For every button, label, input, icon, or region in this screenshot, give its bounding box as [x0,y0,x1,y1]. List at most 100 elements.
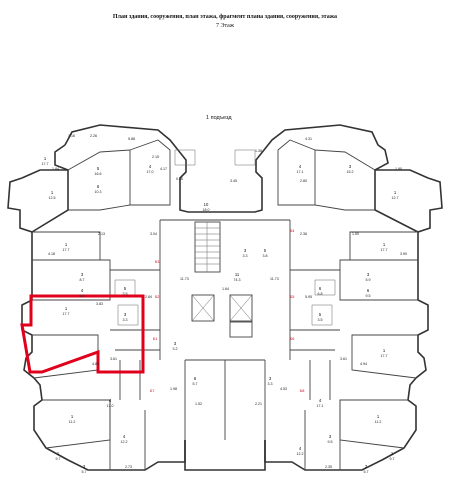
dimension-label: 11.73 [270,277,279,281]
dimension-label: 2.84 [145,295,152,299]
room-number: 3 [365,464,368,469]
room-area: 9.7 [390,457,395,461]
staircase [194,221,221,273]
room-number: 1 [394,190,397,195]
axis-mark: Б2 [155,295,159,299]
room-number: 4 [81,288,84,293]
room-number: 5 [97,166,100,171]
room-area: 3.3 [243,254,248,258]
elevator-shafts [191,294,253,338]
room-area: 8.7 [80,278,85,282]
dimension-label: 4.84 [92,362,99,366]
dimension-label: 4.17 [160,167,167,171]
room-area: 12.7 [392,196,399,200]
selected-apartment-outline[interactable] [20,294,145,374]
room-number: 5 [319,312,322,317]
floor-label: 7 Этаж [216,23,234,29]
room-area: 5.7 [193,382,198,386]
room-number: 3 [367,272,370,277]
dimension-label: 1.16 [68,134,75,138]
room-number: 11 [235,272,240,277]
room-number: 1 [383,242,386,247]
dimension-label: 1.98 [170,387,177,391]
dimension-label: 4.31 [305,137,312,141]
room-area: 3.3 [268,382,273,386]
axis-mark: Б6 [290,337,294,341]
room-number: 10 [204,202,209,207]
room-area: 9.7 [56,457,61,461]
dimension-label: 1.38 [255,149,262,153]
dimension-label: 2.21 [255,402,262,406]
dimension-label: 4.18 [48,252,55,256]
room-area: 17.7 [381,248,388,252]
room-number: 6 [319,286,322,291]
room-area: 3.8 [263,254,268,258]
page-title: План здания, сооружения, план этажа, фра… [112,14,338,20]
room-area: 17.7 [63,248,70,252]
room-area: 11.2 [69,420,76,424]
dimension-label: 1.90 [395,167,402,171]
room-area: 12.2 [121,440,128,444]
room-area: 5.7 [82,470,87,474]
room-area: 17.1 [317,404,324,408]
room-number: 5 [264,248,267,253]
room-number: 3 [81,272,84,277]
axis-mark: Б1 [153,337,157,341]
dimension-label: 1.50 [352,232,359,236]
room-area: 17.0 [147,170,154,174]
axis-mark: Б4 [290,229,294,233]
dimension-label: 1.52 [195,402,202,406]
room-number: 1 [65,242,68,247]
dimension-label: 3.45 [230,179,237,183]
room-number: 3 [269,376,272,381]
room-number: 4 [109,398,112,403]
room-number: 1 [377,414,380,419]
dimension-label: 2.36 [300,232,307,236]
room-area: 3.5 [123,292,128,296]
dimension-label: 2.35 [325,465,332,469]
dimension-label: 3.04 [150,232,157,236]
room-number: 3 [174,341,177,346]
room-number: 3 [83,464,86,469]
room-number: 3 [329,434,332,439]
dimension-label: 3.90 [400,252,407,256]
room-number: 1 [65,306,68,311]
room-area: 9.5 [366,294,371,298]
dimension-label: 2.15 [152,155,159,159]
room-area: 18.0 [203,208,210,212]
room-number: 1 [383,348,386,353]
entrance-label: 1 подъезд [206,115,232,121]
room-number: 3 [349,164,352,169]
axis-mark: Б3 [155,260,159,264]
room-area: 5.7 [364,470,369,474]
room-area: 17.7 [63,312,70,316]
room-number: 1 [51,190,54,195]
room-number: 1 [57,451,60,456]
dimension-label: 3.83 [96,302,103,306]
dimension-label: 4.94 [360,362,367,366]
room-number: 1 [391,451,394,456]
room-number: 5 [124,286,127,291]
dimension-label: 1.64 [222,287,229,291]
room-area: 17.7 [381,354,388,358]
room-area: 3.5 [318,318,323,322]
axis-mark: Б7 [150,389,154,393]
dimension-label: 2.73 [125,465,132,469]
dimension-label: 3.61 [110,357,117,361]
room-area: 17.7 [42,162,49,166]
room-number: 4 [299,164,302,169]
room-number: 1 [71,414,74,419]
room-area: 17.0 [107,404,114,408]
axis-mark: Б5 [290,295,294,299]
room-number: 4 [123,434,126,439]
dimension-label: 2.26 [90,134,97,138]
room-number: 4 [319,398,322,403]
room-number: 3 [244,248,247,253]
room-number: 4 [149,164,152,169]
dimension-label: 0.86 [176,177,183,181]
interior-partitions [32,139,418,470]
dimension-label: 4.53 [280,387,287,391]
